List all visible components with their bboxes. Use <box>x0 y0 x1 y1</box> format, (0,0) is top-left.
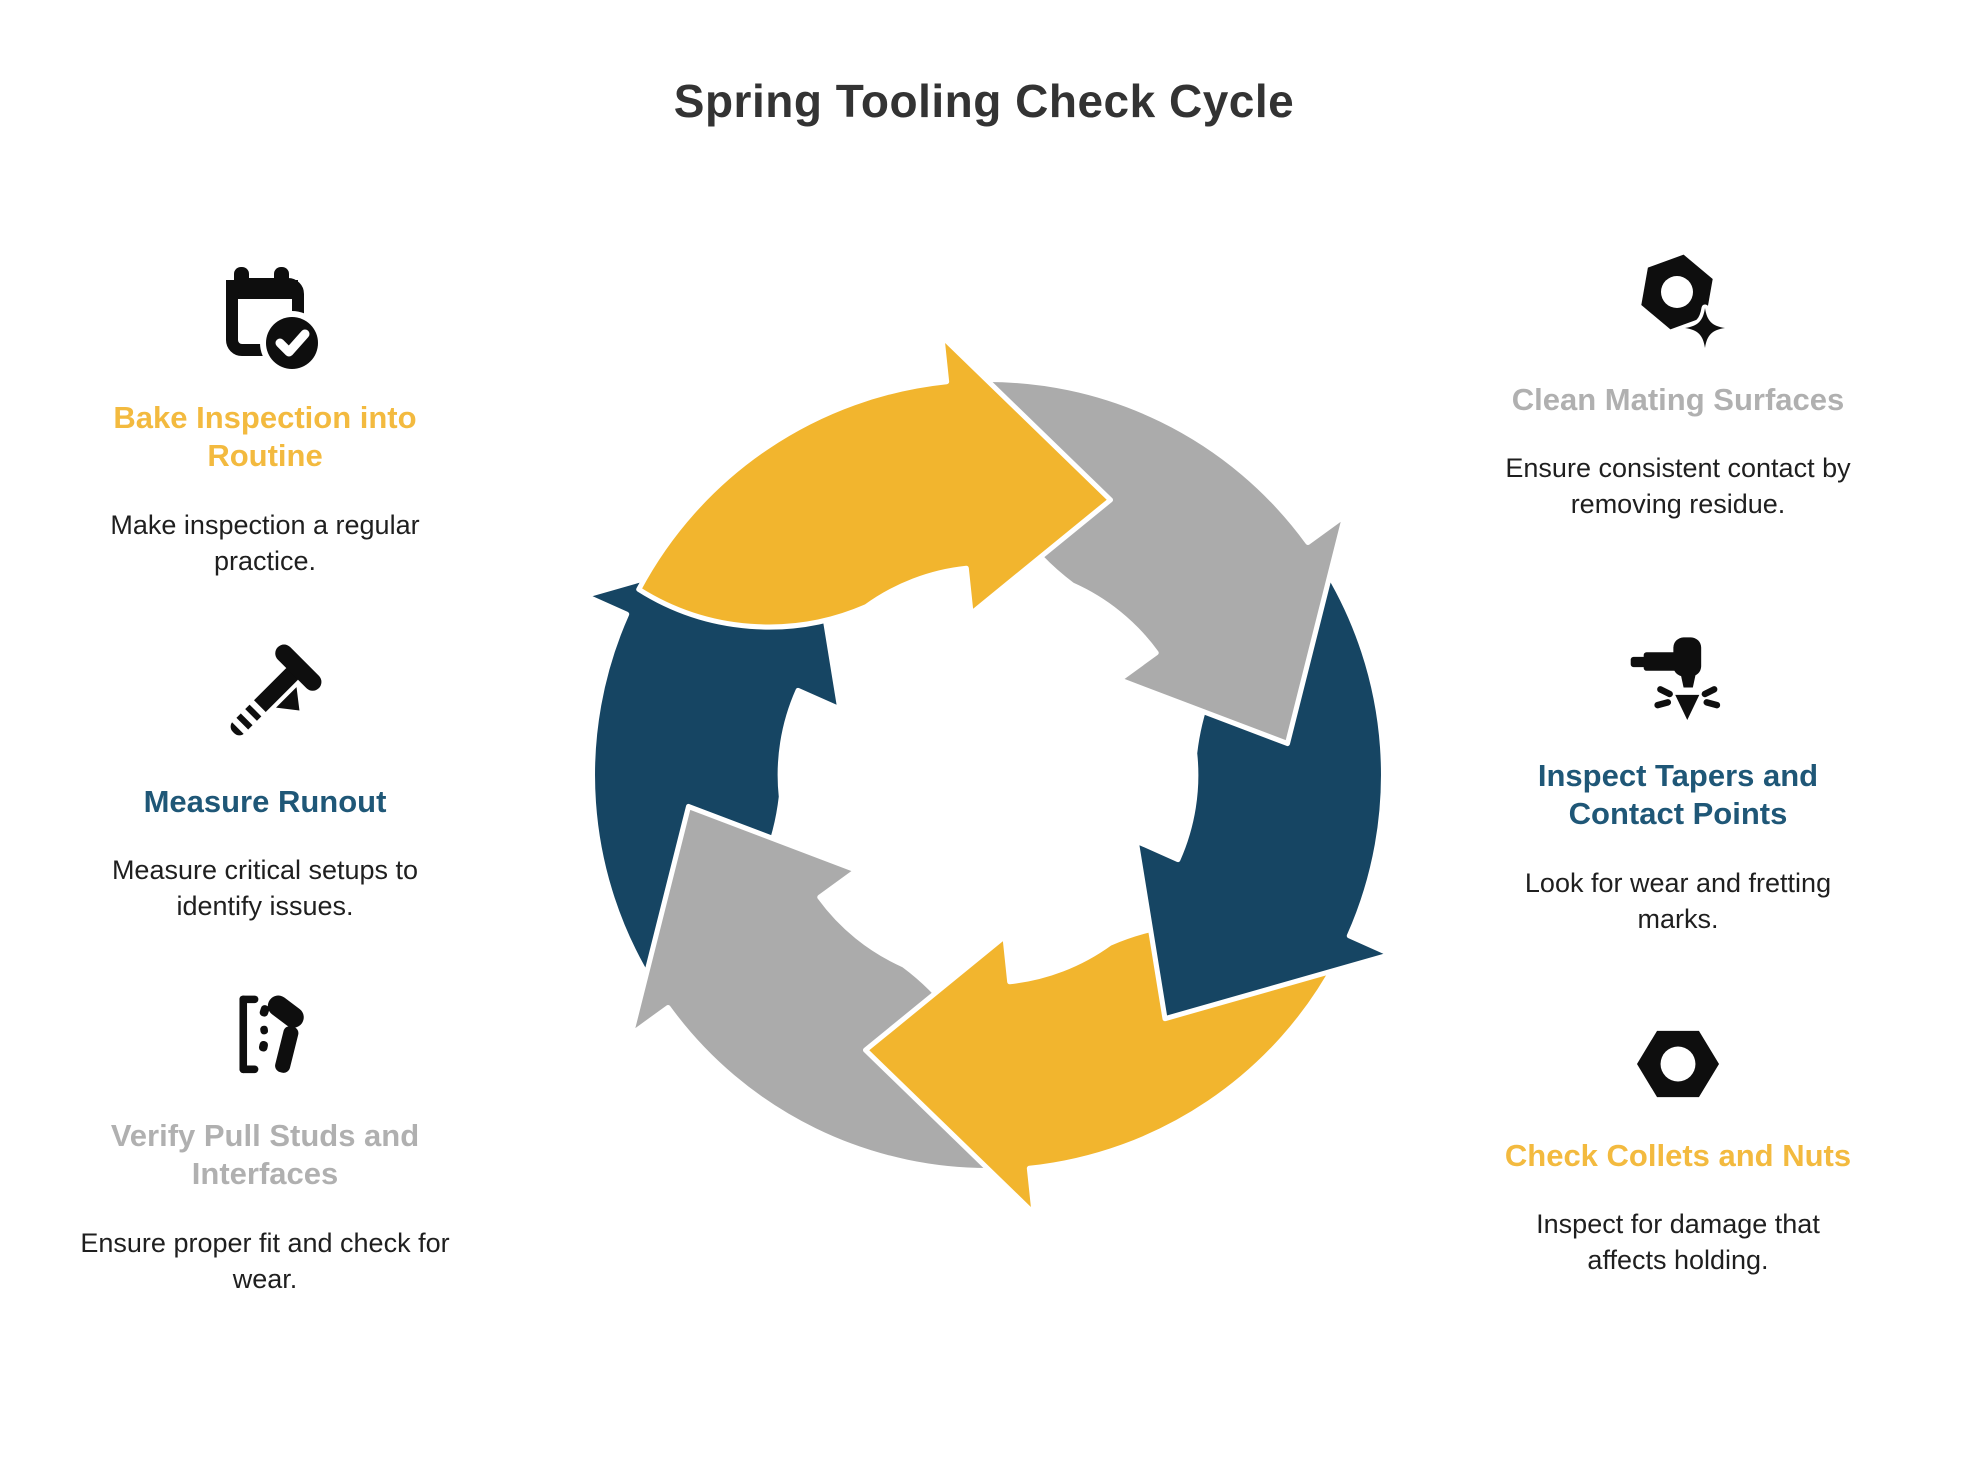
step-measure-runout: Measure Runout Measure critical setups t… <box>55 644 475 925</box>
step-description: Ensure consistent contact by removing re… <box>1505 453 1851 520</box>
step-heading: Bake Inspection into Routine <box>113 400 417 474</box>
step-description: Measure critical setups to identify issu… <box>111 855 419 922</box>
step-inspect-tapers: Inspect Tapers and Contact Points Look f… <box>1468 630 1888 937</box>
step-clean-mating-surfaces: Clean Mating Surfaces Ensure consistent … <box>1468 246 1888 523</box>
step-check-collets: Check Collets and Nuts Inspect for damag… <box>1468 1016 1888 1279</box>
step-verify-pull-studs: Verify Pull Studs and Interfaces Ensure … <box>55 988 475 1297</box>
step-heading: Measure Runout <box>143 784 387 819</box>
nut-sparkle-icon <box>1623 246 1733 356</box>
step-heading: Check Collets and Nuts <box>1504 1138 1852 1173</box>
calendar-check-icon <box>210 262 320 374</box>
hex-nut-icon <box>1630 1016 1726 1112</box>
step-heading: Inspect Tapers and Contact Points <box>1537 758 1819 832</box>
step-description: Ensure proper fit and check for wear. <box>80 1227 450 1294</box>
step-description: Inspect for damage that affects holding. <box>1536 1209 1820 1276</box>
step-heading: Verify Pull Studs and Interfaces <box>110 1118 420 1192</box>
page-title: Spring Tooling Check Cycle <box>673 75 1295 127</box>
step-description: Look for wear and fretting marks. <box>1524 867 1832 934</box>
step-bake-inspection: Bake Inspection into Routine Make inspec… <box>55 262 475 579</box>
step-heading: Clean Mating Surfaces <box>1511 382 1845 417</box>
hammer-impact-icon <box>1627 630 1729 732</box>
step-description: Make inspection a regular practice. <box>110 509 420 576</box>
mallet-pull-stud-icon <box>213 988 317 1092</box>
cycle-arrow-top-left <box>639 336 1111 627</box>
cycle-diagram <box>481 268 1495 1282</box>
caliper-icon <box>208 644 322 758</box>
